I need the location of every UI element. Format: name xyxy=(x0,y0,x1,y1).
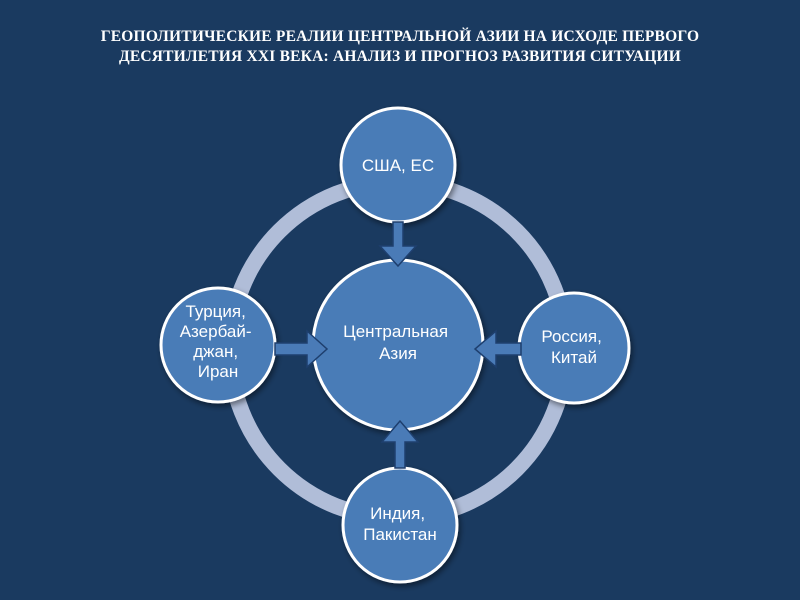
title-line-2: ДЕСЯТИЛЕТИЯ XXI ВЕКА: АНАЛИЗ И ПРОГНОЗ Р… xyxy=(118,48,682,65)
svg-text:США, ЕС: США, ЕС xyxy=(362,156,434,175)
node-left-line-4: Иран xyxy=(198,362,239,381)
node-center-line-2: Азия xyxy=(379,344,417,363)
arrow-right-to-center xyxy=(473,329,522,369)
node-bottom: Индия, Пакистан xyxy=(341,466,459,584)
title-line-1: ГЕОПОЛИТИЧЕСКИЕ РЕАЛИИ ЦЕНТРАЛЬНОЙ АЗИИ … xyxy=(100,28,700,45)
page-title: ГЕОПОЛИТИЧЕСКИЕ РЕАЛИИ ЦЕНТРАЛЬНОЙ АЗИИ … xyxy=(20,27,780,67)
node-center: Центральная Азия xyxy=(311,258,485,432)
node-right-line-2: Китай xyxy=(551,348,597,367)
node-right-line-1: Россия, xyxy=(541,327,601,346)
node-left-line-1: Турция, xyxy=(185,302,245,321)
node-center-line-1: Центральная xyxy=(343,322,448,341)
svg-text:Индия, Пакистан: Индия, Пакистан xyxy=(363,504,437,544)
svg-text:Турция, Азербай- д: Турция, Азербай- джан, Иран xyxy=(180,302,257,381)
arrow-bottom-to-center xyxy=(380,419,420,469)
svg-text:Россия, Китай: Россия, Китай xyxy=(541,327,606,367)
arrow-top-to-center xyxy=(378,221,418,268)
node-left-line-2: Азербай- xyxy=(180,322,252,341)
node-left-line-3: джан, xyxy=(193,342,238,361)
svg-text:Центральная Азия: Центральная Азия xyxy=(343,322,453,363)
node-bottom-line-2: Пакистан xyxy=(363,525,437,544)
arrow-left-to-center xyxy=(274,329,329,369)
node-left: Турция, Азербай- джан, Иран xyxy=(159,286,277,404)
node-right: Россия, Китай xyxy=(517,291,631,405)
node-top: США, ЕС xyxy=(339,106,457,224)
node-bottom-line-1: Индия, xyxy=(370,504,425,523)
node-top-line-1: США, ЕС xyxy=(362,156,434,175)
